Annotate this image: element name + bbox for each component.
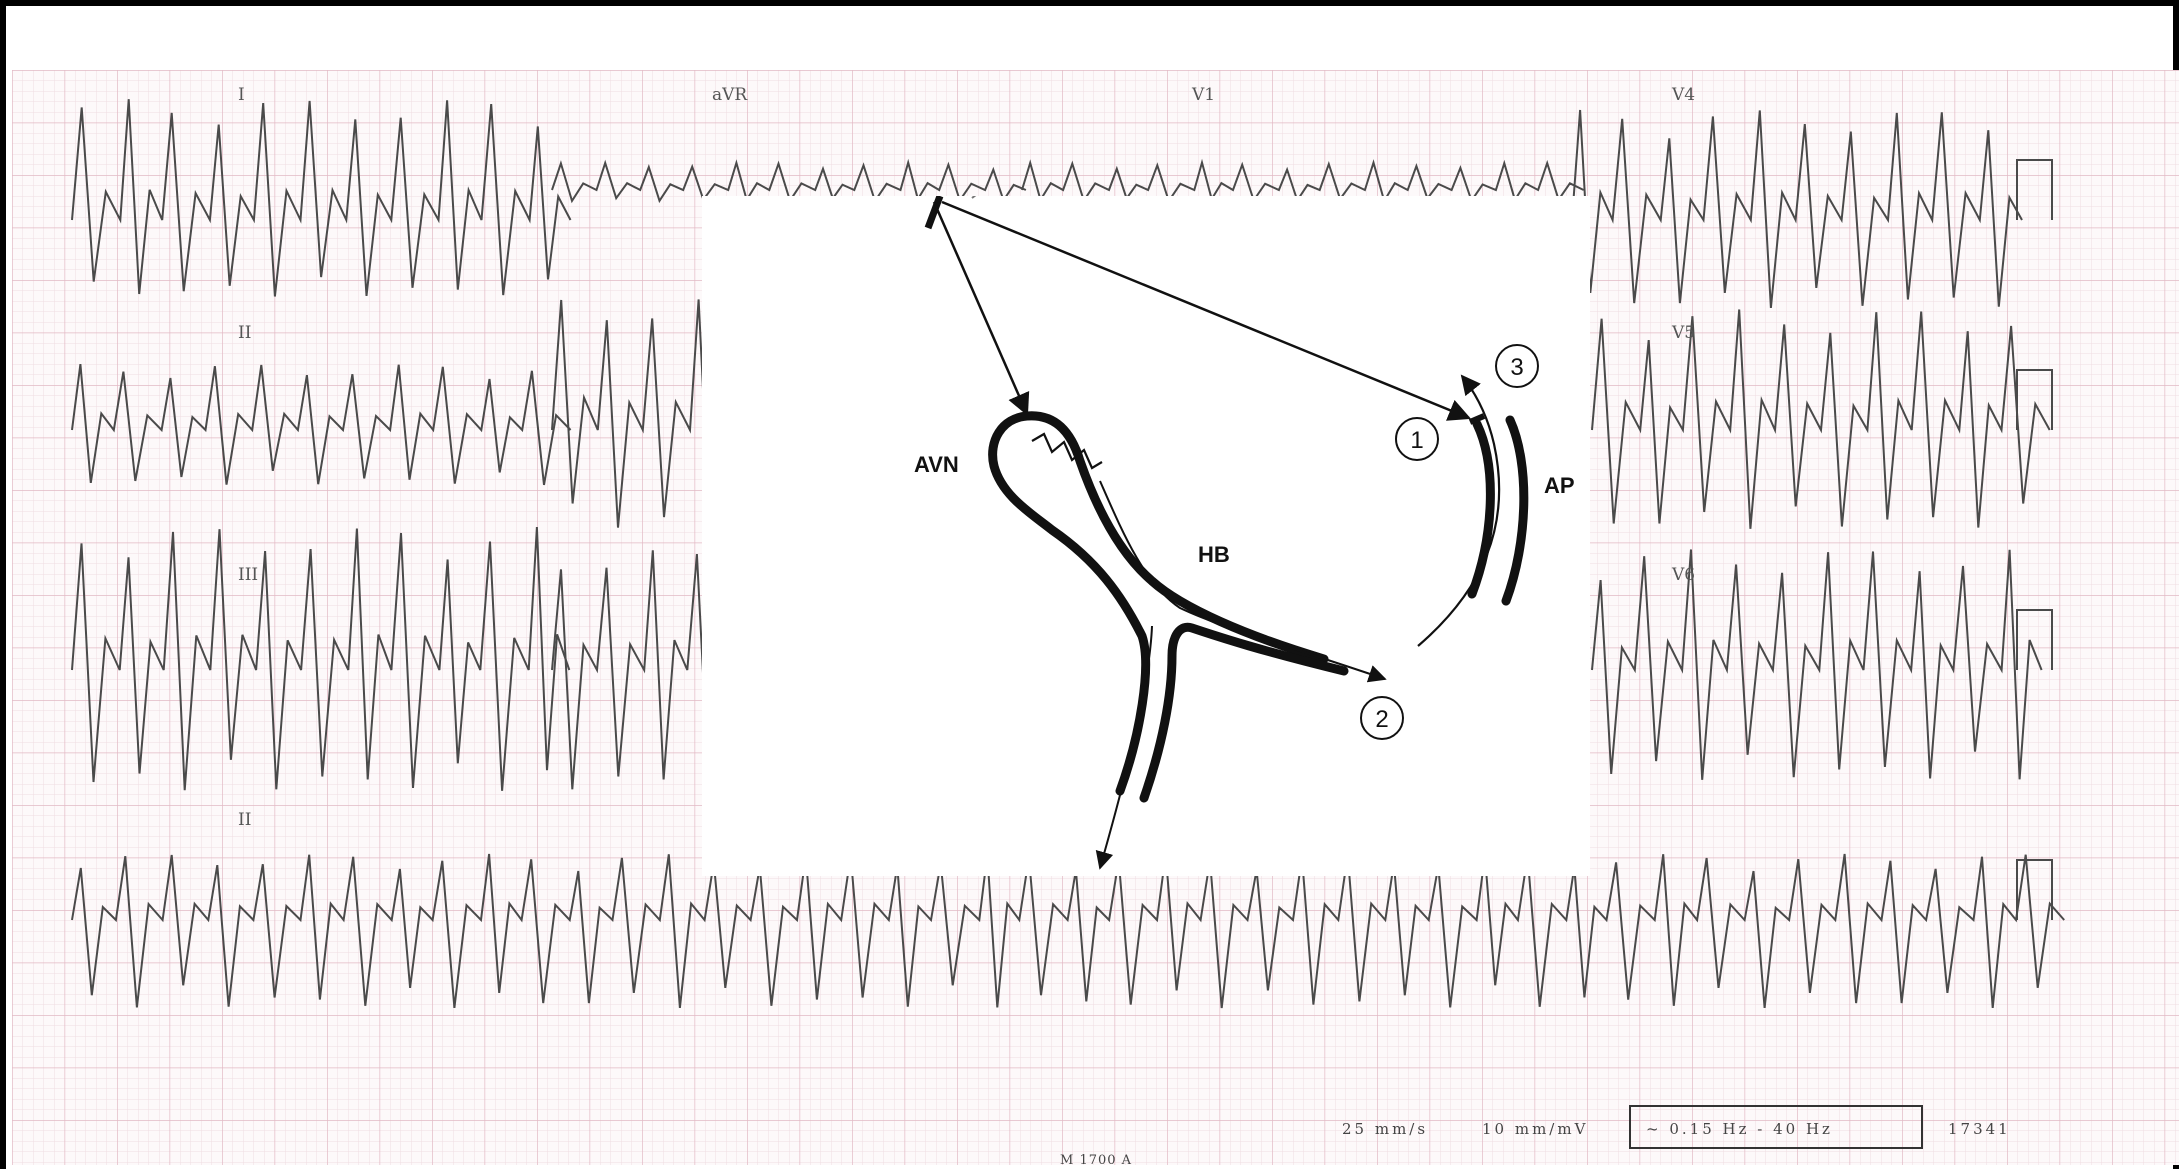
lead-label-avr: aVR (712, 85, 748, 105)
paper-speed: 25 mm/s (1342, 1120, 1428, 1138)
gain-setting: 10 mm/mV (1482, 1120, 1588, 1138)
ap-right-wall (1506, 420, 1524, 601)
avn-label: AVN (914, 452, 959, 477)
cropped-label-mark (972, 196, 985, 198)
lead-label-v6: V6 (1671, 565, 1695, 585)
ap-label: AP (1544, 473, 1575, 498)
conduction-diagram-svg: AVN HB AP 1 2 3 (702, 196, 1590, 876)
lead-label-v4: V4 (1671, 85, 1695, 105)
hb-label: HB (1198, 542, 1230, 567)
marker-2: 2 (1361, 697, 1403, 739)
arrow-to-avn (934, 202, 1027, 414)
lead-label-v1: V1 (1191, 85, 1215, 105)
lead-label-iii: III (238, 565, 258, 585)
filter-setting: ~ 0.15 Hz - 40 Hz (1646, 1120, 1833, 1138)
lead-label-ii: II (238, 323, 251, 343)
record-code: 17341 (1948, 1120, 2011, 1138)
lead-label-i: I (238, 85, 245, 105)
svg-text:1: 1 (1410, 427, 1423, 454)
ap-block-mark (1470, 416, 1484, 422)
device-id: M 1700 A (1060, 1153, 1132, 1168)
lead-label-ii-rhythm: II (238, 810, 251, 830)
arrow-to-ap (942, 202, 1469, 418)
marker-3: 3 (1496, 345, 1538, 387)
svg-text:3: 3 (1510, 354, 1523, 381)
marker-1: 1 (1396, 418, 1438, 460)
svg-text:2: 2 (1375, 706, 1388, 733)
lead-label-v5: V5 (1671, 323, 1695, 343)
conduction-diagram: AVN HB AP 1 2 3 (702, 196, 1590, 876)
